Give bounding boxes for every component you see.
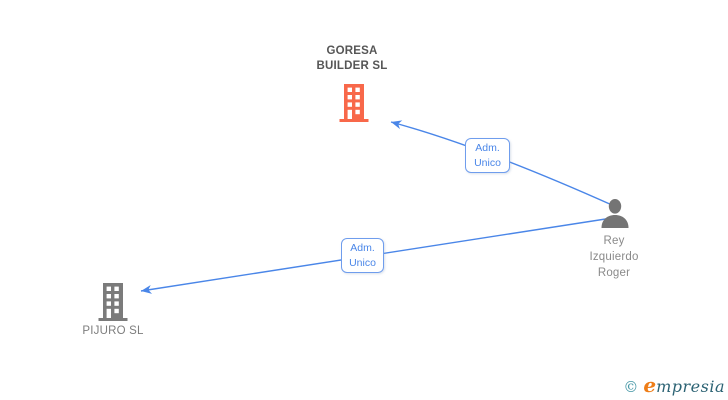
empresia-logo: © e mpresia (623, 375, 725, 396)
edge-label-line2: Unico (474, 156, 501, 169)
building-window (355, 87, 360, 92)
empresia-logo-initial: e (643, 373, 657, 397)
building-window (355, 95, 360, 100)
node-label-rey-line3: Roger (597, 267, 631, 279)
building-door (106, 308, 111, 318)
person-body (601, 215, 629, 228)
person-head (608, 199, 622, 214)
building-window (106, 294, 111, 299)
company-node-pijuro-building-icon[interactable] (98, 283, 128, 321)
empresia-logo-text: mpresia (656, 377, 725, 396)
building-door (347, 109, 352, 119)
node-label-rey-line2: Izquierdo (589, 251, 639, 263)
node-label-goresa-line2: BUILDER SL (316, 60, 388, 72)
edge-label-line1: Adm. (475, 141, 500, 154)
building-base (339, 119, 369, 122)
edge-label-adm-unico-pijuro: Adm. Unico (341, 238, 384, 273)
building-tower (103, 283, 123, 318)
building-tower (344, 84, 364, 119)
building-window (114, 286, 119, 291)
building-window (114, 294, 119, 299)
edge-label-adm-unico-goresa: Adm. Unico (465, 138, 510, 173)
building-base (98, 318, 128, 321)
building-window (106, 286, 111, 291)
company-node-goresa-building-icon[interactable] (339, 84, 369, 122)
edge-label-line2: Unico (349, 256, 376, 269)
building-window (114, 308, 119, 314)
edge-label-line1: Adm. (350, 241, 375, 254)
node-label-goresa[interactable]: GORESA BUILDER SL (252, 44, 452, 74)
copyright-icon: © (623, 378, 639, 396)
building-window (106, 301, 111, 306)
node-label-goresa-line1: GORESA (326, 45, 378, 57)
node-label-rey[interactable]: Rey Izquierdo Roger (539, 233, 689, 281)
building-window (355, 102, 360, 107)
building-window (347, 95, 352, 100)
person-node-rey-person-icon[interactable] (601, 199, 629, 228)
building-window (347, 87, 352, 92)
node-label-rey-line1: Rey (603, 235, 625, 247)
building-window (355, 109, 360, 115)
node-label-pijuro[interactable]: PIJURO SL (82, 325, 144, 337)
building-window (347, 102, 352, 107)
building-window (114, 301, 119, 306)
